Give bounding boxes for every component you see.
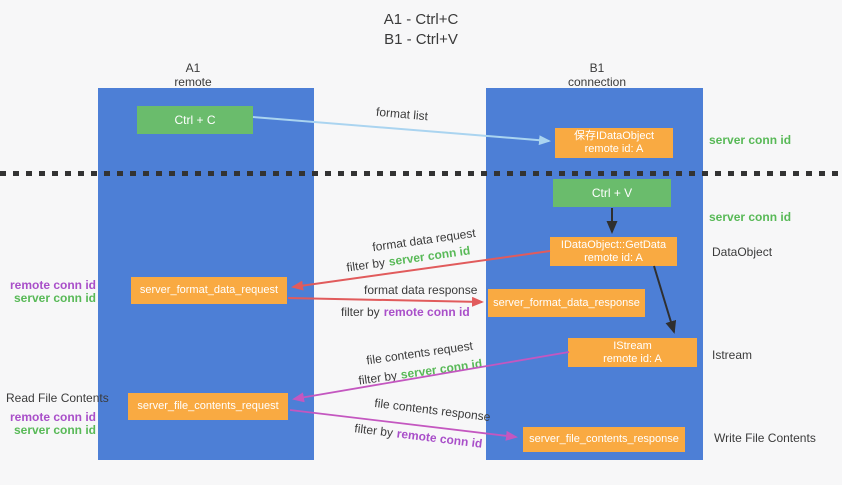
left-server-conn-id-top: server conn id [13, 291, 96, 305]
save-idataobject-box: 保存IDataObject remote id: A [555, 128, 673, 158]
istream-line1: IStream [613, 339, 652, 352]
lifeline-a1-name: A1 [185, 61, 201, 75]
filter-by-text: filter by [341, 305, 380, 319]
server-format-data-response-box: server_format_data_response [488, 289, 645, 317]
filter-by-text: filter by [357, 368, 398, 388]
lifeline-b1-name: B1 [589, 61, 605, 75]
server-file-contents-request-label: server_file_contents_request [137, 400, 279, 412]
istream-box: IStream remote id: A [568, 338, 697, 367]
save-idataobject-line2: remote id: A [584, 143, 644, 155]
format-data-response-arrow [287, 296, 484, 307]
file-contents-response-label: file contents response [373, 395, 492, 425]
ctrl-v-box: Ctrl + V [553, 179, 671, 207]
idataobject-getdata-box: IDataObject::GetData remote id: A [550, 237, 677, 266]
dataobject-label: DataObject [712, 245, 773, 259]
server-file-contents-response-box: server_file_contents_response [523, 427, 685, 452]
getdata-line2: remote id: A [584, 251, 643, 264]
write-file-contents-label: Write File Contents [714, 431, 816, 445]
left-remote-conn-id-bottom: remote conn id [9, 410, 96, 424]
remote-conn-id-text: remote conn id [396, 426, 484, 451]
lifeline-b1-role: connection [567, 75, 627, 89]
diagram-title: A1 - Ctrl+C B1 - Ctrl+V [0, 10, 842, 50]
filter-by-text: filter by [345, 255, 386, 275]
format-list-label: format list [375, 104, 429, 124]
ctrl-v-label: Ctrl + V [591, 185, 633, 200]
title-line-a1: A1 - Ctrl+C [383, 11, 459, 28]
title-line-b1: B1 - Ctrl+V [384, 31, 458, 48]
left-remote-conn-id-top: remote conn id [9, 278, 96, 292]
istream-side-label: Istream [712, 348, 753, 362]
server-format-data-request-box: server_format_data_request [131, 277, 287, 304]
left-server-conn-id-bottom: server conn id [13, 423, 96, 437]
format-data-response-label: format data response [364, 283, 478, 297]
read-file-contents-label: Read File Contents [6, 391, 109, 405]
dotted-divider-line [0, 171, 842, 176]
left-conn-id-block-top: remote conn id server conn id [8, 279, 96, 305]
getdata-line1: IDataObject::GetData [560, 238, 667, 251]
left-conn-id-block-bottom: remote conn id server conn id [8, 411, 96, 437]
ctrl-c-box: Ctrl + C [137, 106, 253, 134]
ctrl-c-label: Ctrl + C [174, 112, 216, 127]
istream-line2: remote id: A [603, 352, 662, 365]
save-idataobject-line1: 保存IDataObject [573, 130, 655, 142]
server-file-contents-request-box: server_file_contents_request [128, 393, 288, 420]
filter-by-text: filter by [353, 421, 394, 440]
server-format-data-request-label: server_format_data_request [139, 284, 279, 296]
right-server-conn-id-mid: server conn id [709, 210, 792, 224]
lifeline-header-a1: A1 remote [98, 61, 288, 89]
remote-conn-id-text: remote conn id [383, 305, 470, 319]
server-file-contents-response-label: server_file_contents_response [529, 433, 679, 445]
lifeline-header-b1: B1 connection [486, 61, 708, 89]
right-server-conn-id-top: server conn id [709, 133, 792, 147]
server-format-data-response-label: server_format_data_response [493, 296, 640, 309]
lifeline-a1-role: remote [174, 75, 212, 89]
